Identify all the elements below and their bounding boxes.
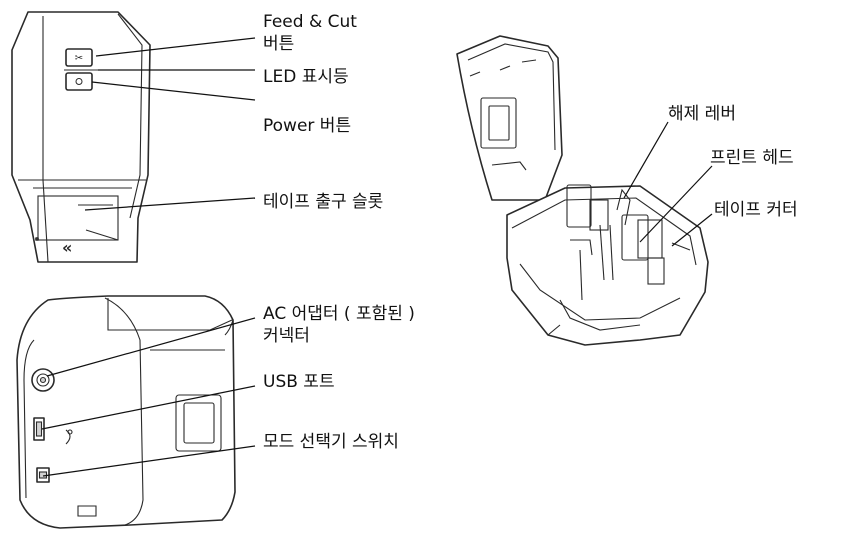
- leader-power: [91, 81, 256, 101]
- leader-print-head: [639, 165, 713, 243]
- power-icon: [75, 78, 83, 85]
- label-ac-line2: 커넥터: [263, 326, 310, 346]
- label-usb: USB 포트: [263, 372, 335, 392]
- front-view-printer: ✂ «: [11, 11, 151, 263]
- leader-mode: [42, 445, 256, 477]
- label-power: Power 버튼: [263, 116, 352, 136]
- leader-release-lever: [623, 121, 669, 199]
- leader-usb: [41, 385, 256, 430]
- feed-cut-button: ✂: [65, 48, 93, 67]
- label-tape-exit: 테이프 출구 슬롯: [263, 192, 384, 212]
- leader-tape-cutter: [671, 213, 713, 247]
- label-tape-cutter: 테이프 커터: [714, 200, 798, 220]
- leader-tape-exit: [84, 197, 256, 211]
- label-led: LED 표시등: [263, 67, 349, 87]
- ac-adapter-connector: [31, 368, 55, 392]
- scissors-icon: ✂: [75, 53, 83, 64]
- label-release-lever: 해제 레버: [668, 104, 736, 124]
- label-print-head: 프린트 헤드: [710, 148, 794, 168]
- label-mode-switch: 모드 선택기 스위치: [263, 432, 399, 452]
- label-feed-cut-line2: 버튼: [263, 34, 295, 54]
- double-chevron-left-icon: «: [62, 238, 72, 257]
- open-view-printer: [456, 35, 709, 346]
- leader-ac: [46, 317, 256, 377]
- power-button: [65, 72, 93, 91]
- mode-selector-switch: [36, 467, 50, 483]
- label-feed-cut-line1: Feed & Cut: [263, 12, 357, 32]
- label-ac-line1: AC 어댑터 ( 포함된 ): [263, 304, 415, 324]
- leader-feed-cut: [95, 37, 256, 57]
